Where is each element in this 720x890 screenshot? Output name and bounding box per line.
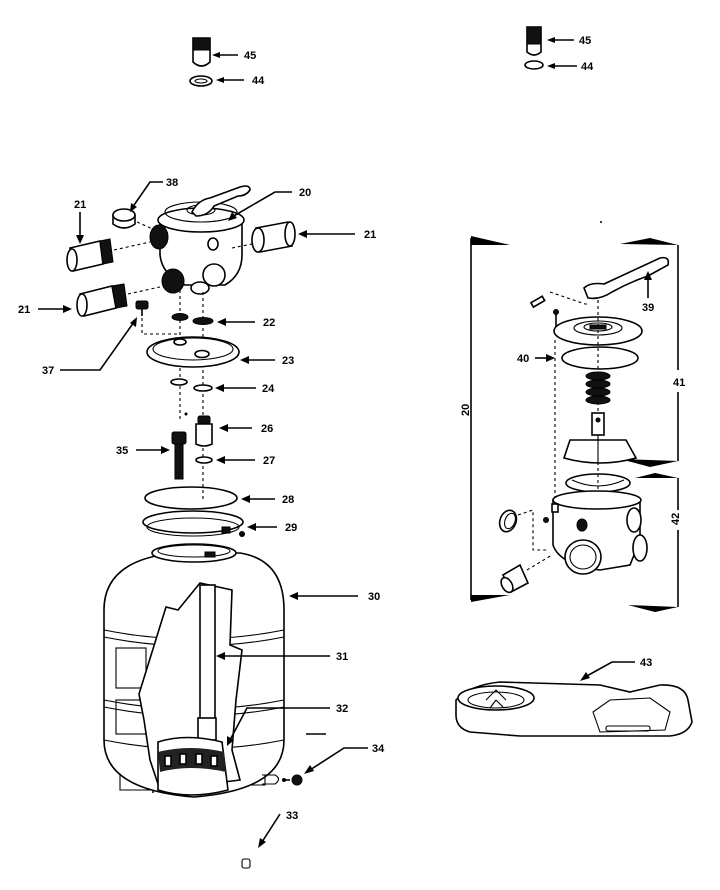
label-30: 30 <box>368 591 380 603</box>
leader-22 <box>217 318 255 326</box>
leader-32 <box>227 707 330 746</box>
label-35: 35 <box>116 445 128 457</box>
part-27-oring <box>195 456 213 464</box>
part-21-adapter-right <box>231 221 296 253</box>
part-29-clamp <box>142 510 245 537</box>
plug-right <box>500 554 553 594</box>
leader-34 <box>304 747 368 774</box>
label-42: 42 <box>670 513 682 525</box>
leader-40 <box>535 354 555 362</box>
leader-23 <box>240 356 275 364</box>
leader-44-right <box>547 63 577 69</box>
label-20-bracket: 20 <box>460 404 472 416</box>
label-45-right: 45 <box>579 35 591 47</box>
leader-44-left <box>216 77 244 83</box>
part-44-right <box>524 60 544 70</box>
part-21-adapter-lower-left <box>76 283 161 317</box>
leader-31 <box>216 652 330 660</box>
label-27: 27 <box>263 455 275 467</box>
label-21-c: 21 <box>18 304 30 316</box>
label-28: 28 <box>282 494 294 506</box>
part-45-left <box>192 37 211 67</box>
label-44-right: 44 <box>581 61 594 73</box>
label-21-b: 21 <box>364 229 376 241</box>
label-32: 32 <box>336 703 348 715</box>
rotor <box>562 412 638 465</box>
label-21-a: 21 <box>74 199 86 211</box>
label-39: 39 <box>642 302 654 314</box>
part-35-bolt <box>171 431 187 480</box>
leader-21-b <box>298 230 355 238</box>
label-41: 41 <box>673 377 685 389</box>
part-37-plug <box>135 300 178 335</box>
label-22: 22 <box>263 317 275 329</box>
part-33-drain-cap <box>241 858 251 869</box>
label-31: 31 <box>336 651 348 663</box>
part-44-left <box>189 75 213 87</box>
bracket-42 <box>628 473 679 612</box>
leader-39 <box>644 271 652 298</box>
part-38-gauge <box>112 208 156 231</box>
part-43-base <box>455 681 693 737</box>
label-33: 33 <box>286 810 298 822</box>
leader-28 <box>241 495 275 503</box>
part-34-drain-plug <box>262 774 303 786</box>
bracket-41 <box>620 238 679 467</box>
part-42-valve-body <box>551 490 648 575</box>
label-26: 26 <box>261 423 273 435</box>
speck <box>600 221 602 223</box>
speck <box>152 791 154 793</box>
label-44-left: 44 <box>252 75 265 87</box>
leader-26 <box>219 424 252 432</box>
bracket-20 <box>470 236 510 602</box>
leader-30 <box>289 592 358 600</box>
label-43: 43 <box>640 657 652 669</box>
label-34: 34 <box>372 743 385 755</box>
label-38: 38 <box>166 177 178 189</box>
label-23: 23 <box>282 355 294 367</box>
leader-20 <box>228 191 292 221</box>
leader-21-a <box>76 212 84 244</box>
part-26-fitting <box>184 412 213 447</box>
leader-24 <box>215 384 256 392</box>
leader-45-left <box>212 52 238 58</box>
leader-29 <box>247 523 277 531</box>
part-24-orings <box>170 378 213 392</box>
leader-33 <box>258 813 281 848</box>
part-28-tank-oring <box>144 486 238 510</box>
label-29: 29 <box>285 522 297 534</box>
part-21-adapter-upper-left <box>66 238 151 272</box>
leader-43 <box>580 661 635 681</box>
leader-38 <box>130 181 163 212</box>
part-40-gasket <box>561 346 639 370</box>
leader-37 <box>60 317 137 371</box>
label-24: 24 <box>262 383 275 395</box>
leader-35 <box>136 446 170 454</box>
part-22-orings <box>171 313 214 325</box>
spring <box>585 371 611 405</box>
label-45-left: 45 <box>244 50 256 62</box>
leader-21-c <box>38 305 72 313</box>
part-23-plate <box>146 336 240 368</box>
part-30-tank <box>103 543 285 798</box>
label-37: 37 <box>42 365 54 377</box>
leader-45-right <box>547 37 574 43</box>
gauge-right <box>498 509 549 551</box>
part-45-right <box>526 26 542 56</box>
label-20: 20 <box>299 187 311 199</box>
leader-27 <box>216 456 255 464</box>
label-40: 40 <box>517 353 529 365</box>
part-39-handle <box>529 256 670 309</box>
part-20-valve <box>149 185 251 295</box>
